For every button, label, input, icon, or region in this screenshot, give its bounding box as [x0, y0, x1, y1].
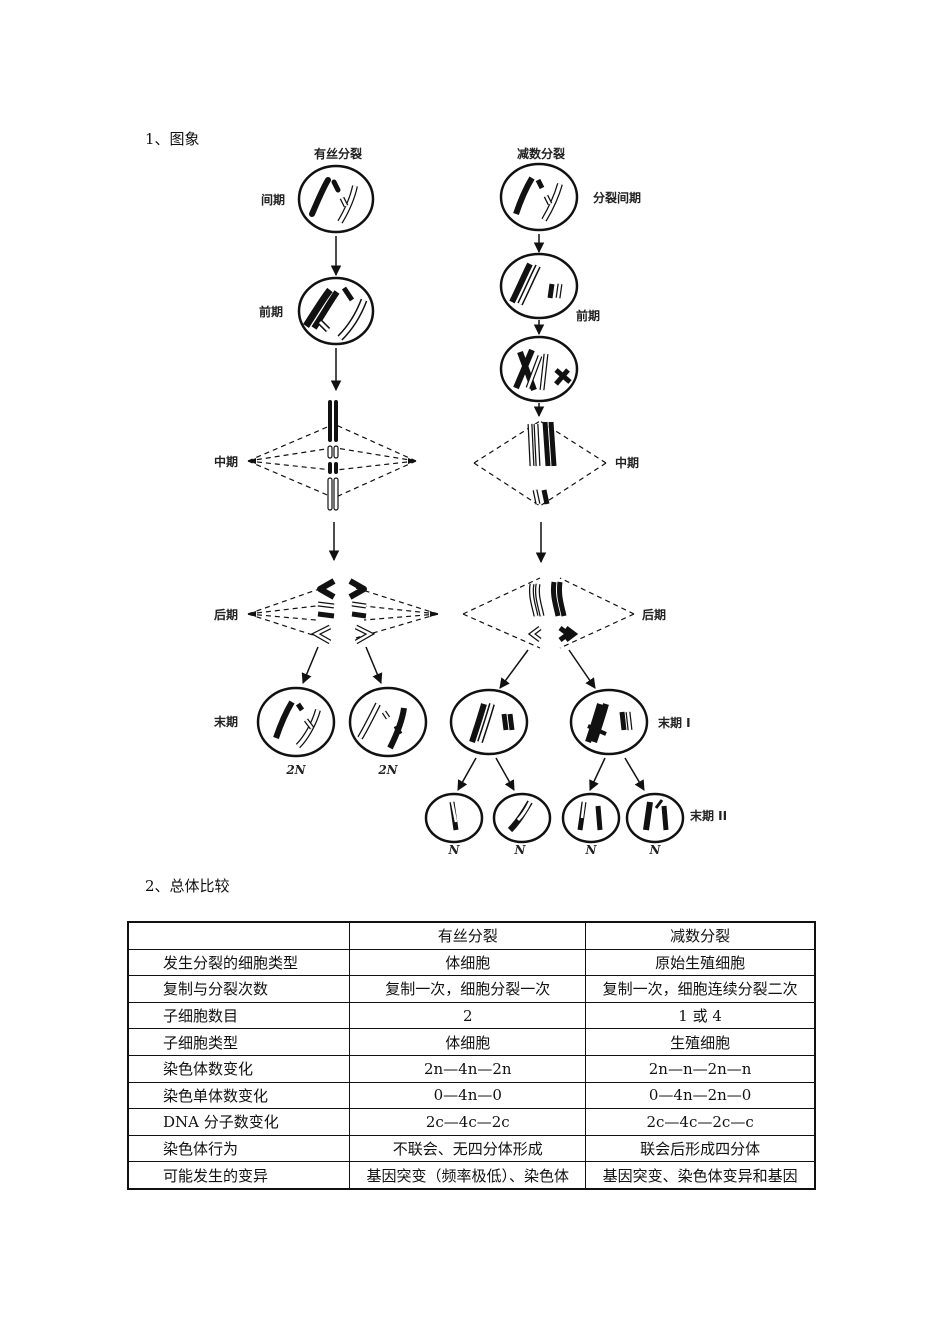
- chromosomes-meiosis-metaphase: [527, 421, 557, 505]
- mitosis-cell: 基因突变（频率极低）、染色体: [349, 1161, 587, 1190]
- meiosis-cell: 生殖细胞: [585, 1028, 816, 1056]
- cell-mitosis-interphase: [297, 164, 375, 234]
- row-label: 复制与分裂次数: [127, 975, 351, 1003]
- cell-meiosis-telophase2-2: [492, 792, 552, 844]
- label-meiosis-interphase: 分裂间期: [593, 190, 641, 205]
- meiosis-cell: 2c—4c—2c—c: [585, 1108, 816, 1136]
- ploidy-n-1: N: [448, 843, 461, 857]
- cell-division-diagram: 有丝分裂 减数分裂 间期 前期 中期: [214, 146, 727, 857]
- meiosis-title: 减数分裂: [517, 146, 565, 161]
- cell-meiosis-telophase2-4: [625, 792, 685, 844]
- table-row: 染色体数变化 2n—4n—2n 2n—n—2n—n: [127, 1054, 816, 1083]
- chromosomes-mitosis-anaphase: [310, 578, 376, 645]
- table-row: 可能发生的变异 基因突变（频率极低）、染色体 基因突变、染色体变异和基因: [127, 1161, 816, 1190]
- label-telophase: 末期: [214, 714, 238, 729]
- ploidy-2n-right: 2N: [377, 763, 398, 777]
- meiosis-cell: 原始生殖细胞: [585, 948, 816, 977]
- label-interphase: 间期: [261, 192, 285, 207]
- table-row: 染色单体数变化 0—4n—0 0—4n—2n—0: [127, 1081, 816, 1110]
- row-label: 子细胞类型: [127, 1028, 351, 1056]
- chromosomes-meiosis-anaphase: [527, 581, 579, 642]
- cell-meiosis-prophase-1: [499, 252, 579, 320]
- label-telophase-1: 末期 I: [658, 715, 691, 730]
- mitosis-cell: 复制一次，细胞分裂一次: [349, 975, 587, 1003]
- ploidy-n-3: N: [585, 843, 598, 857]
- cell-meiosis-telophase2-1: [424, 792, 484, 844]
- spindle-mitosis-anaphase: [247, 587, 439, 639]
- table-row: 子细胞类型 体细胞 生殖细胞: [127, 1028, 816, 1056]
- table-row: 染色体行为 不联会、无四分体形成 联会后形成四分体: [127, 1134, 816, 1163]
- ploidy-2n-left: 2N: [285, 763, 306, 777]
- meiosis-cell: 联会后形成四分体: [585, 1134, 816, 1163]
- cell-meiosis-prophase-2: [499, 335, 579, 403]
- table-row: 子细胞数目 2 1 或 4: [127, 1001, 816, 1030]
- cell-meiosis-telophase1-right: [569, 688, 649, 756]
- table-row: 复制与分裂次数 复制一次，细胞分裂一次 复制一次，细胞连续分裂二次: [127, 975, 816, 1003]
- cell-meiosis-interphase: [499, 162, 579, 232]
- row-label: 可能发生的变异: [127, 1161, 351, 1190]
- header-cell-mitosis: 有丝分裂: [349, 921, 587, 950]
- chromosomes-mitosis-metaphase: [327, 400, 339, 511]
- meiosis-cell: 2n—n—2n—n: [585, 1054, 816, 1083]
- mitosis-cell: 体细胞: [349, 948, 587, 977]
- row-label: 染色单体数变化: [127, 1081, 351, 1110]
- table-row: DNA 分子数变化 2c—4c—2c 2c—4c—2c—c: [127, 1108, 816, 1136]
- row-label: 染色体数变化: [127, 1054, 351, 1083]
- mitosis-cell: 2n—4n—2n: [349, 1054, 587, 1083]
- mitosis-cell: 0—4n—0: [349, 1081, 587, 1110]
- label-meiosis-metaphase: 中期: [615, 455, 639, 470]
- meiosis-cell: 0—4n—2n—0: [585, 1081, 816, 1110]
- label-meiosis-prophase: 前期: [576, 308, 600, 323]
- meiosis-cell: 1 或 4: [585, 1001, 816, 1030]
- ploidy-n-2: N: [514, 843, 527, 857]
- label-anaphase: 后期: [214, 607, 238, 622]
- mitosis-cell: 2: [349, 1001, 587, 1030]
- row-label: DNA 分子数变化: [127, 1108, 351, 1136]
- mitosis-title: 有丝分裂: [314, 146, 362, 161]
- section-2-title: 2、总体比较: [145, 877, 230, 895]
- meiosis-cell: 基因突变、染色体变异和基因: [585, 1161, 816, 1190]
- cell-meiosis-telophase1-left: [449, 688, 529, 756]
- cell-mitosis-telophase-left: [256, 686, 336, 758]
- header-cell-empty: [127, 921, 351, 950]
- row-label: 染色体行为: [127, 1134, 351, 1163]
- label-telophase-2: 末期 II: [690, 808, 727, 823]
- cell-mitosis-telophase-right: [348, 686, 428, 758]
- row-label: 发生分裂的细胞类型: [127, 948, 351, 977]
- cell-mitosis-prophase: [297, 276, 375, 346]
- cell-meiosis-telophase2-3: [561, 792, 621, 844]
- label-prophase: 前期: [259, 304, 283, 319]
- spindle-mitosis-metaphase: [247, 424, 417, 498]
- meiosis-cell: 复制一次，细胞连续分裂二次: [585, 975, 816, 1003]
- ploidy-n-4: N: [649, 843, 662, 857]
- table-row: 发生分裂的细胞类型 体细胞 原始生殖细胞: [127, 948, 816, 977]
- header-cell-meiosis: 减数分裂: [585, 921, 816, 950]
- section-1-title: 1、图象: [145, 130, 200, 148]
- spindle-meiosis-anaphase: [462, 577, 635, 649]
- comparison-table: 有丝分裂 减数分裂 发生分裂的细胞类型 体细胞 原始生殖细胞 复制与分裂次数 复…: [127, 921, 816, 1190]
- label-metaphase: 中期: [214, 454, 238, 469]
- table-header-row: 有丝分裂 减数分裂: [127, 921, 816, 950]
- mitosis-cell: 2c—4c—2c: [349, 1108, 587, 1136]
- row-label: 子细胞数目: [127, 1001, 351, 1030]
- label-meiosis-anaphase: 后期: [642, 607, 666, 622]
- mitosis-cell: 不联会、无四分体形成: [349, 1134, 587, 1163]
- mitosis-cell: 体细胞: [349, 1028, 587, 1056]
